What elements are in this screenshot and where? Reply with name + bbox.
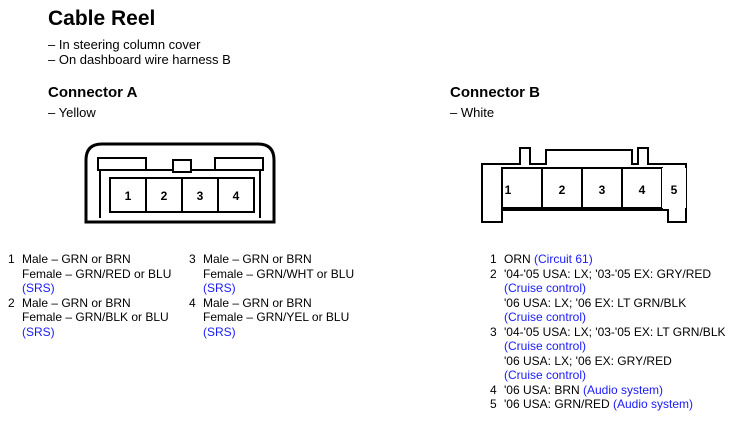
pin-wire: '06 USA: BRN bbox=[504, 382, 580, 397]
connector-a-pin-4 bbox=[217, 177, 255, 213]
srs-link[interactable]: (SRS) bbox=[22, 281, 55, 295]
pin-female: Female – GRN/YEL or BLU bbox=[203, 310, 350, 324]
connector-a-right-latch bbox=[214, 157, 264, 171]
list-item: 2 Male – GRN or BRN Female – GRN/BLK or … bbox=[8, 296, 171, 340]
connector-a-diagram: 1 2 3 4 bbox=[84, 142, 276, 224]
pin-number: 1 bbox=[8, 252, 15, 266]
pin-wire: '04-'05 USA: LX; '03-'05 EX: LT GRN/BLK bbox=[504, 324, 726, 339]
connector-b-pin-label-1: 1 bbox=[505, 183, 512, 197]
cruise-control-link[interactable]: (Cruise control) bbox=[504, 310, 587, 324]
connector-a-pin-label-2: 2 bbox=[161, 189, 168, 203]
pin-female: Female – GRN/RED or BLU bbox=[22, 266, 172, 281]
connector-b-color: – White bbox=[450, 105, 495, 120]
connector-a-pin-label-4: 4 bbox=[233, 189, 240, 203]
circuit-link[interactable]: (Circuit 61) bbox=[534, 252, 593, 266]
connector-b-pin-label-5: 5 bbox=[671, 183, 678, 197]
connector-b-pin-label-4: 4 bbox=[639, 183, 646, 197]
pin-number: 1 bbox=[490, 252, 497, 266]
location-2: – On dashboard wire harness B bbox=[48, 52, 231, 67]
pin-wire: '06 USA: GRN/RED bbox=[504, 397, 610, 411]
connector-b-pin-list: 1 ORN (Circuit 61) 2 '04-'05 USA: LX; '0… bbox=[490, 252, 726, 412]
list-item: 1 ORN (Circuit 61) bbox=[490, 252, 726, 267]
cruise-control-link[interactable]: (Cruise control) bbox=[504, 368, 587, 382]
list-item: 4 '06 USA: BRN (Audio system) bbox=[490, 383, 726, 398]
pin-number: 2 bbox=[490, 266, 497, 281]
connector-a-heading: Connector A bbox=[48, 84, 138, 101]
pin-female: Female – GRN/BLK or BLU bbox=[22, 310, 169, 324]
pin-number: 3 bbox=[189, 252, 196, 266]
audio-system-link[interactable]: (Audio system) bbox=[583, 382, 664, 397]
connector-a-left-latch bbox=[97, 157, 147, 171]
location-1: – In steering column cover bbox=[48, 37, 201, 52]
connector-a-center-key bbox=[172, 159, 192, 173]
srs-link[interactable]: (SRS) bbox=[22, 324, 55, 339]
connector-b-heading: Connector B bbox=[450, 84, 540, 101]
pin-number: 3 bbox=[490, 324, 497, 339]
pin-number: 4 bbox=[490, 382, 497, 397]
connector-b-diagram: 1 2 3 4 5 bbox=[481, 147, 687, 223]
cruise-control-link[interactable]: (Cruise control) bbox=[504, 339, 587, 353]
connector-b-pin-label-3: 3 bbox=[599, 183, 606, 197]
pin-number: 4 bbox=[189, 295, 196, 310]
list-item: 3 Male – GRN or BRN Female – GRN/WHT or … bbox=[189, 252, 354, 296]
cruise-control-link[interactable]: (Cruise control) bbox=[504, 281, 587, 295]
connector-a-pin-label-3: 3 bbox=[197, 189, 204, 203]
page-title: Cable Reel bbox=[48, 7, 156, 30]
connector-a-pin-list-left: 1 Male – GRN or BRN Female – GRN/RED or … bbox=[8, 252, 171, 339]
pin-male: Male – GRN or BRN bbox=[22, 252, 131, 266]
pin-female: Female – GRN/WHT or BLU bbox=[203, 266, 355, 281]
list-item: 2 '04-'05 USA: LX; '03-'05 EX: GRY/RED (… bbox=[490, 267, 726, 325]
pin-male: Male – GRN or BRN bbox=[203, 295, 312, 310]
list-item: 4 Male – GRN or BRN Female – GRN/YEL or … bbox=[189, 296, 354, 340]
pin-wire: '04-'05 USA: LX; '03-'05 EX: GRY/RED bbox=[504, 266, 712, 281]
pin-wire: ORN bbox=[504, 252, 531, 266]
connector-a-pin-list-right: 3 Male – GRN or BRN Female – GRN/WHT or … bbox=[189, 252, 354, 339]
srs-link[interactable]: (SRS) bbox=[203, 324, 236, 339]
pin-number: 2 bbox=[8, 295, 15, 310]
pin-male: Male – GRN or BRN bbox=[22, 295, 131, 310]
pin-male: Male – GRN or BRN bbox=[203, 252, 312, 266]
connector-a-pin-2 bbox=[145, 177, 183, 213]
list-item: 1 Male – GRN or BRN Female – GRN/RED or … bbox=[8, 252, 171, 296]
connector-a-pin-label-1: 1 bbox=[125, 189, 132, 203]
list-item: 5 '06 USA: GRN/RED (Audio system) bbox=[490, 397, 726, 412]
list-item: 3 '04-'05 USA: LX; '03-'05 EX: LT GRN/BL… bbox=[490, 325, 726, 383]
pin-wire: '06 USA: LX; '06 EX: GRY/RED bbox=[504, 353, 672, 368]
pin-wire: '06 USA: LX; '06 EX: LT GRN/BLK bbox=[504, 295, 687, 310]
connector-a-color: – Yellow bbox=[48, 105, 96, 120]
audio-system-link[interactable]: (Audio system) bbox=[613, 397, 694, 411]
connector-b-pin-label-2: 2 bbox=[559, 183, 566, 197]
pin-number: 5 bbox=[490, 397, 497, 411]
srs-link[interactable]: (SRS) bbox=[203, 281, 236, 295]
